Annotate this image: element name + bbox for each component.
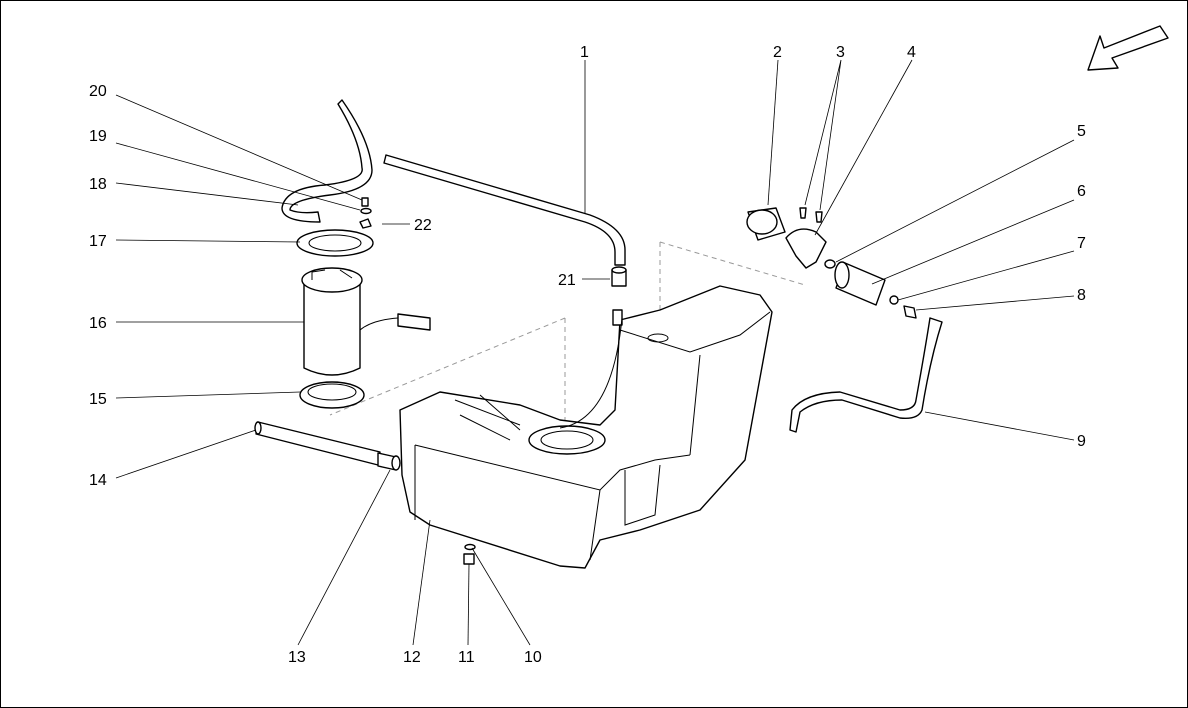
callout-12: 12 (403, 649, 421, 666)
part-2-bracket (746, 207, 786, 241)
callout-20: 20 (89, 83, 107, 100)
callout-19: 19 (89, 128, 107, 145)
leader-lines (115, 59, 1075, 646)
part-7-washer (889, 295, 899, 305)
part-21-sleeve (611, 266, 627, 287)
callout-13: 13 (288, 649, 306, 666)
part-3-screws (799, 207, 823, 223)
part-6-fuel-filter (834, 261, 886, 306)
callout-22: 22 (414, 217, 432, 234)
part-14-tube (254, 421, 381, 466)
callout-21: 21 (558, 272, 576, 289)
part-17-gasket (296, 229, 374, 257)
callout-3: 3 (836, 44, 845, 61)
part-20-clip (361, 197, 369, 207)
part-18-hose (281, 99, 373, 223)
callout-6: 6 (1077, 183, 1086, 200)
callout-2: 2 (773, 44, 782, 61)
assembly-guide-lines (329, 241, 806, 420)
callout-16: 16 (89, 315, 107, 332)
part-9-pipe (789, 317, 943, 433)
arrow-down-left-icon (1087, 25, 1169, 71)
callout-labels: 1 2 3 4 5 6 7 8 9 10 11 12 13 14 15 16 1… (89, 44, 1086, 666)
part-12-fuel-tank (399, 285, 773, 569)
part-10-washer (464, 543, 476, 551)
part-16-fuel-pump (301, 267, 431, 376)
callout-10: 10 (524, 649, 542, 666)
callout-14: 14 (89, 472, 107, 489)
callout-15: 15 (89, 391, 107, 408)
callout-18: 18 (89, 176, 107, 193)
part-15-lock-ring (299, 381, 365, 409)
callout-7: 7 (1077, 235, 1086, 252)
part-1-pipe (383, 154, 626, 266)
callout-11: 11 (458, 649, 475, 666)
callout-4: 4 (907, 44, 916, 61)
part-11-drain-plug (463, 553, 475, 565)
callout-5: 5 (1077, 123, 1086, 140)
callout-8: 8 (1077, 287, 1086, 304)
callout-9: 9 (1077, 433, 1086, 450)
part-4-clamp (785, 228, 827, 269)
part-5-seal (824, 259, 836, 269)
part-13-sleeve (377, 452, 401, 471)
callout-17: 17 (89, 233, 107, 250)
part-8-fitting (903, 305, 917, 319)
callout-1: 1 (580, 44, 589, 61)
part-22-clamp (359, 218, 372, 229)
part-19-washer (360, 207, 372, 215)
